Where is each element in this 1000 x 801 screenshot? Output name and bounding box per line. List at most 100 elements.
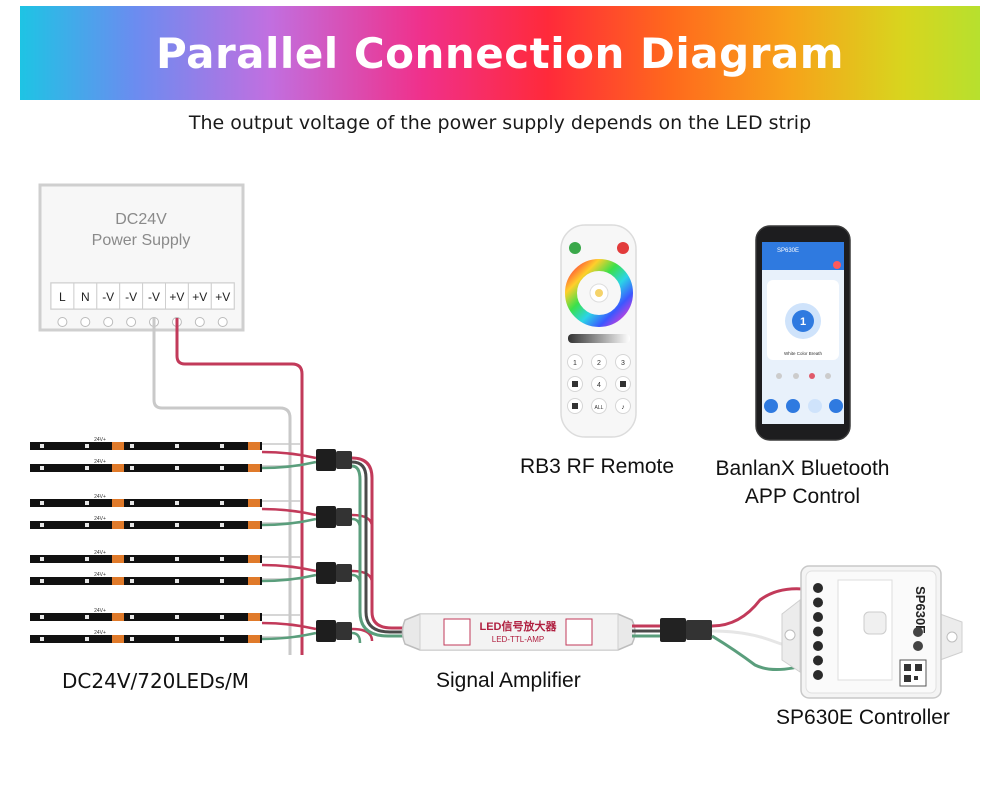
- psu-terminal-label: L: [59, 290, 66, 304]
- app-label-line2: APP Control: [744, 485, 861, 508]
- color-wheel: [565, 259, 633, 327]
- app-label-line1: BanlanX Bluetooth: [715, 457, 890, 480]
- psu-terminal-label: -V: [148, 290, 160, 304]
- strip-solder-pad: [112, 464, 124, 472]
- led-chip: [130, 637, 134, 641]
- led-strip: [30, 521, 262, 529]
- led-strip: [30, 555, 262, 563]
- psu-screw: [57, 317, 68, 327]
- strip-voltage-mark: 24V+: [94, 630, 106, 636]
- remote-key-label: 4: [597, 382, 601, 389]
- amp-output-connector: [660, 618, 686, 642]
- psu-screw: [80, 317, 91, 327]
- strip-voltage-mark: 24V+: [94, 572, 106, 578]
- psu-screw: [194, 317, 205, 327]
- led-chip: [85, 501, 89, 505]
- led-strip-label: DC24V/720LEDs/M: [62, 669, 250, 693]
- app-screen-mode: White Color Breath: [784, 351, 823, 356]
- strip-solder-pad: [112, 613, 124, 621]
- strip-solder-pad: [248, 635, 260, 643]
- strip-data-wire: [261, 450, 317, 460]
- remote-key-label: ALL: [595, 405, 604, 411]
- remote-key-icon: [572, 381, 578, 387]
- strip-connector-plug: [336, 508, 352, 526]
- controller-terminal: [813, 597, 823, 608]
- led-chip: [85, 579, 89, 583]
- led-chip: [40, 615, 44, 619]
- remote-key: [615, 398, 631, 414]
- strip-connector: [316, 620, 336, 642]
- led-chip: [175, 444, 179, 448]
- strip-connector-plug: [336, 622, 352, 640]
- psu-terminal-label: +V: [169, 290, 184, 304]
- led-chip: [175, 615, 179, 619]
- controller-label: SP630E Controller: [776, 706, 950, 729]
- strip-voltage-mark: 24V+: [94, 550, 106, 556]
- strip-data-wire: [261, 563, 317, 573]
- strip-solder-pad: [248, 464, 260, 472]
- led-chip: [40, 466, 44, 470]
- remote-key-label: 3: [621, 360, 625, 367]
- led-chip: [40, 523, 44, 527]
- led-strip: [30, 499, 262, 507]
- led-chip: [85, 523, 89, 527]
- title-banner: Parallel Connection Diagram: [20, 6, 980, 100]
- controller-terminal: [813, 641, 823, 651]
- led-chip: [175, 501, 179, 505]
- led-strip-group: 24V+24V+24V+24V+24V+24V+24V+24V+: [30, 437, 300, 643]
- diagram-title: Parallel Connection Diagram: [155, 28, 845, 78]
- controller-terminal: [813, 670, 823, 680]
- led-chip: [40, 444, 44, 448]
- psu-terminal-label: N: [81, 290, 90, 304]
- remote-label: RB3 RF Remote: [520, 455, 675, 478]
- strip-voltage-mark: 24V+: [94, 494, 106, 500]
- remote-key-label: 1: [573, 360, 577, 367]
- app-label: BanlanX Bluetooth APP Control: [700, 455, 905, 511]
- controller-terminal: [813, 612, 823, 622]
- remote-key-label: ♪: [621, 404, 625, 411]
- remote-key: [615, 354, 631, 370]
- led-chip: [40, 579, 44, 583]
- strip-solder-pad: [112, 499, 124, 507]
- strip-solder-pad: [112, 577, 124, 585]
- led-strip: [30, 635, 262, 643]
- amplifier-subtitle: LED-TTL-AMP: [492, 635, 544, 644]
- phone-app: SP630E 1 White Color Breath: [755, 225, 851, 441]
- sp630e-controller: SP630E: [781, 565, 963, 699]
- led-chip: [220, 444, 224, 448]
- psu-terminal-label: -V: [102, 290, 114, 304]
- strip-solder-pad: [248, 521, 260, 529]
- trunk-wires: [351, 456, 408, 638]
- strip-solder-pad: [248, 577, 260, 585]
- led-chip: [130, 466, 134, 470]
- led-chip: [175, 466, 179, 470]
- remote-key: [591, 376, 607, 392]
- psu-screw: [103, 317, 114, 327]
- remote-key: [591, 398, 607, 414]
- strip-data-wire: [261, 507, 317, 517]
- app-screen-title: SP630E: [777, 248, 799, 254]
- strip-connector: [316, 562, 336, 584]
- led-chip: [40, 637, 44, 641]
- strip-voltage-mark: 24V+: [94, 437, 106, 443]
- strip-connector-group: [261, 449, 374, 644]
- psu-name-text: Power Supply: [92, 232, 191, 249]
- strip-data-wire: [261, 460, 317, 470]
- remote-key: [591, 354, 607, 370]
- strip-connector-plug: [336, 564, 352, 582]
- led-chip: [85, 466, 89, 470]
- subtitle: The output voltage of the power supply d…: [188, 112, 812, 134]
- led-chip: [220, 637, 224, 641]
- led-chip: [40, 557, 44, 561]
- led-chip: [85, 557, 89, 561]
- psu-screw: [126, 317, 137, 327]
- remote-key: [567, 354, 583, 370]
- strip-solder-pad: [112, 442, 124, 450]
- psu-terminal-label: -V: [125, 290, 137, 304]
- led-chip: [130, 557, 134, 561]
- led-chip: [220, 615, 224, 619]
- psu-terminal: [210, 282, 235, 310]
- remote-key-icon: [620, 381, 626, 387]
